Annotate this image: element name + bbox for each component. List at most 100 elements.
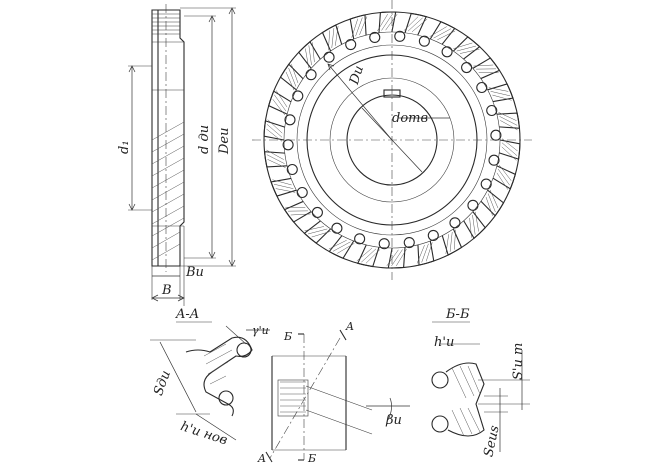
tooth-hatch bbox=[501, 138, 518, 152]
gash-hole bbox=[305, 69, 317, 81]
tooth-hatch bbox=[453, 229, 456, 250]
gear-tooth bbox=[279, 63, 304, 91]
tooth-hatch bbox=[267, 119, 283, 134]
tooth-hatch bbox=[487, 193, 496, 213]
gear-tooth bbox=[270, 177, 297, 197]
gash-hole bbox=[418, 35, 430, 47]
label-gamma-u: γ'u bbox=[252, 324, 269, 337]
tooth-hatch bbox=[337, 243, 355, 254]
tooth-hatch bbox=[311, 231, 331, 238]
gash-hole bbox=[476, 81, 488, 94]
gear-tooth bbox=[321, 24, 343, 52]
gear-tooth bbox=[480, 189, 505, 217]
tooth-hatch bbox=[290, 213, 311, 216]
tooth-hatch bbox=[498, 164, 512, 181]
tooth-hatch bbox=[351, 18, 359, 38]
gash-hole bbox=[486, 104, 498, 117]
tooth-hatch bbox=[266, 149, 284, 160]
mark-A-bottom: A bbox=[257, 452, 266, 465]
tooth-hatch bbox=[267, 159, 286, 168]
tooth-hatch bbox=[365, 249, 381, 264]
label-section-BB: Б-Б bbox=[445, 307, 470, 322]
tooth-hatch bbox=[407, 17, 423, 32]
mark-B-top: Б bbox=[283, 330, 292, 343]
tooth-hatch bbox=[437, 30, 456, 41]
gash-hole bbox=[345, 39, 357, 51]
label-D-eu: Dеu bbox=[217, 128, 232, 156]
gear-tooth bbox=[268, 90, 292, 115]
tooth-hatch bbox=[500, 120, 518, 131]
tooth-hatch bbox=[492, 94, 512, 101]
tooth-hatch bbox=[425, 242, 433, 262]
gash-hole bbox=[292, 90, 304, 102]
mark-A-top: A bbox=[345, 320, 354, 333]
tooth-hatch bbox=[469, 217, 472, 238]
tooth-hatch bbox=[496, 172, 509, 190]
label-beta-u: βu bbox=[385, 413, 402, 428]
gear-tooth bbox=[429, 21, 456, 45]
gear-tooth bbox=[349, 14, 367, 40]
gash-hole bbox=[378, 238, 390, 250]
tooth-hatch bbox=[391, 249, 403, 267]
gear-tooth bbox=[263, 151, 288, 168]
gear-tooth bbox=[378, 11, 397, 33]
gash-hole bbox=[369, 31, 381, 43]
tooth-hatch bbox=[490, 91, 511, 97]
tooth-hatch bbox=[266, 154, 285, 164]
gash-hole bbox=[403, 237, 415, 249]
label-d-otv: dотв bbox=[392, 111, 428, 126]
section-bb bbox=[431, 321, 530, 452]
label-section-AA: A-A bbox=[175, 307, 199, 322]
gear-tooth bbox=[492, 165, 516, 190]
gear-tooth bbox=[499, 139, 521, 160]
tooth-hatch bbox=[377, 13, 389, 32]
gear-tooth bbox=[496, 112, 521, 129]
gash-hole bbox=[467, 199, 479, 211]
tooth-hatch bbox=[433, 28, 452, 39]
tooth-hatch bbox=[305, 48, 310, 69]
tooth-hatch bbox=[416, 244, 425, 264]
gear-tooth bbox=[263, 120, 285, 141]
tooth-hatch bbox=[355, 17, 363, 37]
tooth-hatch bbox=[312, 42, 315, 63]
gear-tooth bbox=[328, 235, 355, 259]
section-aa bbox=[150, 321, 270, 441]
gash-hole bbox=[449, 217, 461, 229]
tooth-hatch bbox=[445, 234, 449, 254]
tooth-hatch bbox=[429, 26, 447, 37]
gash-hole bbox=[331, 222, 343, 234]
tooth-hatch bbox=[411, 18, 428, 33]
tooth-hatch bbox=[266, 124, 283, 138]
label-d1: d₁ bbox=[117, 140, 132, 154]
tooth-hatch bbox=[472, 214, 476, 235]
front-view bbox=[252, 0, 532, 280]
tooth-hatch bbox=[288, 67, 297, 87]
gear-tooth bbox=[387, 247, 406, 269]
gash-hole bbox=[284, 114, 296, 126]
tooth-hatch bbox=[497, 168, 510, 186]
tooth-hatch bbox=[421, 243, 429, 263]
tooth-hatch bbox=[501, 142, 518, 156]
gash-hole bbox=[441, 46, 453, 58]
label-S-eus: Seus bbox=[481, 424, 502, 458]
gear-tooth bbox=[472, 57, 501, 80]
tooth-hatch bbox=[272, 99, 286, 116]
tooth-hatch bbox=[459, 48, 480, 54]
gash-hole bbox=[480, 178, 492, 190]
label-d-du: d дu bbox=[197, 125, 212, 154]
label-S-du: Sдu bbox=[151, 369, 174, 398]
tooth-hatch bbox=[273, 183, 294, 189]
tooth-hatch bbox=[285, 71, 295, 91]
gash-hole bbox=[354, 233, 366, 245]
tooth-hatch bbox=[328, 30, 331, 51]
label-D-u: Du bbox=[347, 64, 367, 87]
label-S-u-m: S'u m bbox=[511, 343, 526, 380]
tooth-hatch bbox=[489, 189, 499, 209]
label-B-u: Bu bbox=[185, 265, 204, 280]
tooth-hatch bbox=[488, 87, 509, 92]
tooth-hatch bbox=[501, 146, 517, 161]
gash-hole bbox=[427, 229, 439, 241]
gash-hole bbox=[282, 139, 294, 151]
tooth-hatch bbox=[385, 13, 398, 31]
